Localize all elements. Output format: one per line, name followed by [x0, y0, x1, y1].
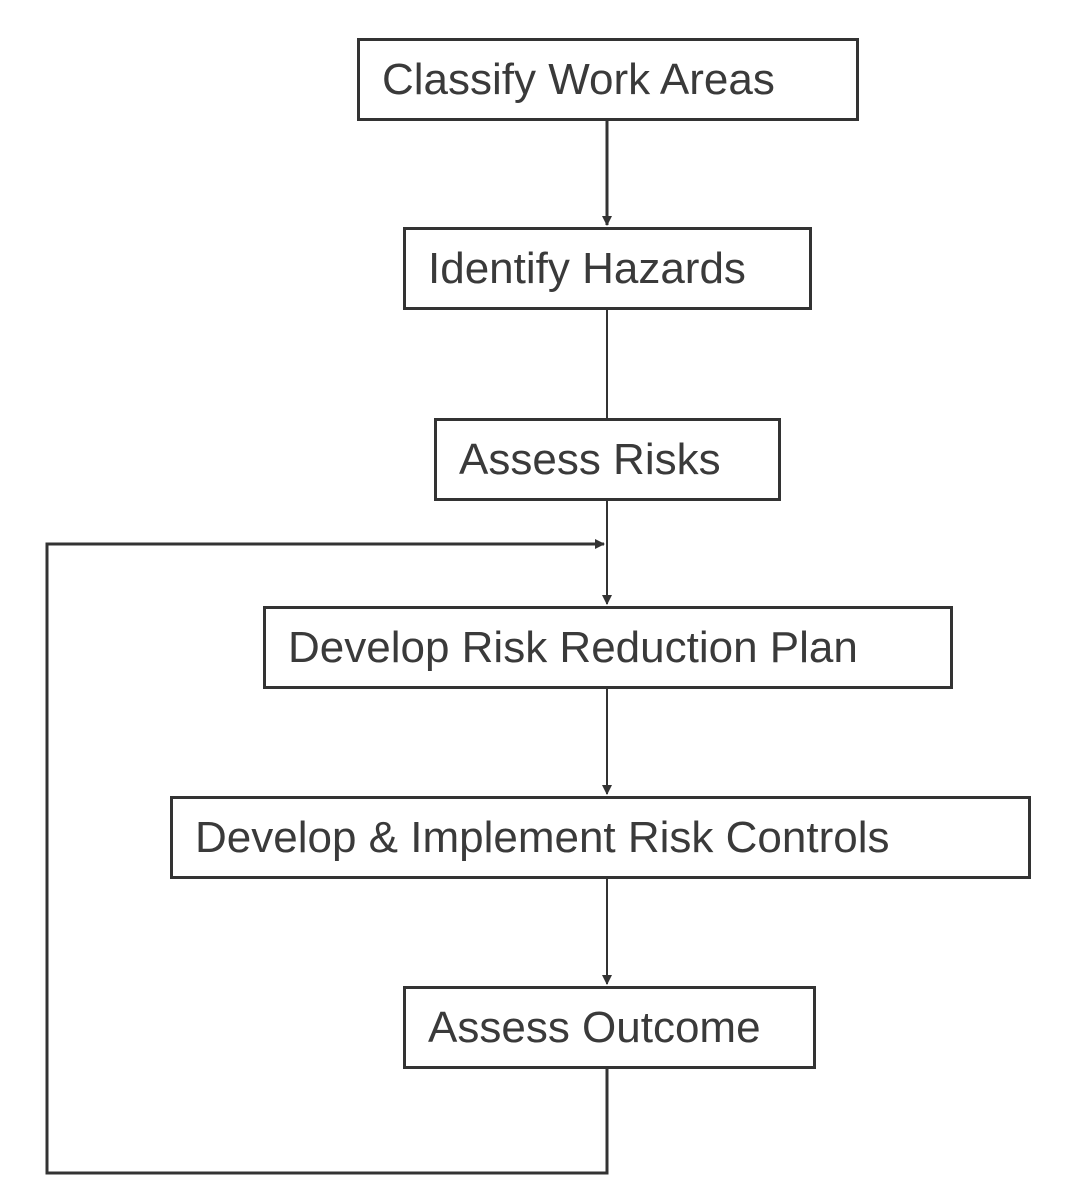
edge-outcome-feedback-loop: [45, 539, 609, 1175]
step-classify-work-areas: Classify Work Areas: [357, 38, 859, 121]
step-label: Identify Hazards: [428, 243, 746, 293]
step-label: Assess Risks: [459, 434, 721, 484]
step-label: Assess Outcome: [428, 1002, 761, 1052]
step-assess-outcome: Assess Outcome: [403, 986, 816, 1069]
step-assess-risks: Assess Risks: [434, 418, 781, 501]
step-develop-implement-risk-controls: Develop & Implement Risk Controls: [170, 796, 1031, 879]
step-label: Classify Work Areas: [382, 54, 775, 104]
step-identify-hazards: Identify Hazards: [403, 227, 812, 310]
step-label: Develop & Implement Risk Controls: [195, 812, 890, 862]
step-label: Develop Risk Reduction Plan: [288, 622, 858, 672]
step-develop-risk-reduction-plan: Develop Risk Reduction Plan: [263, 606, 953, 689]
